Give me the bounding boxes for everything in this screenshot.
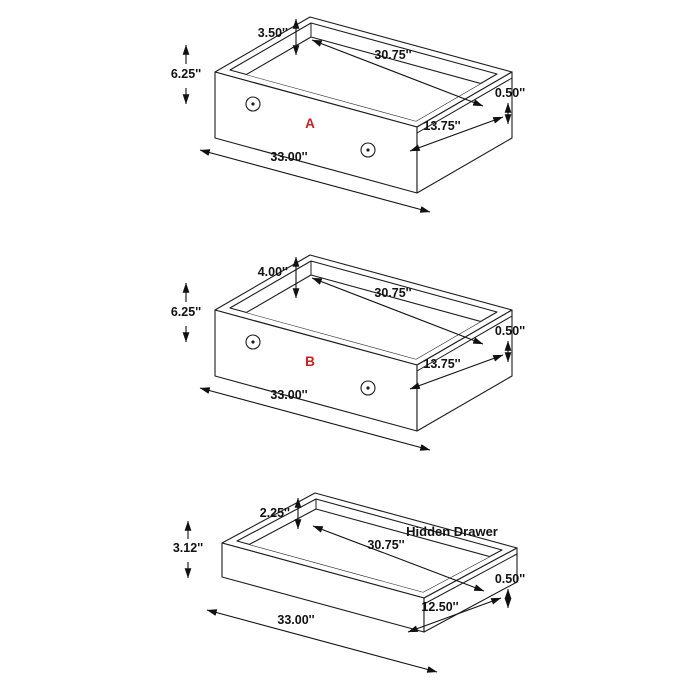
dim-a-inner-width-line: [311, 39, 484, 107]
drawer-hidden: Hidden Drawer 2.25'' 3.12'' 30.75'' 0.50…: [173, 492, 525, 673]
dim-a-inner-depth-line: [409, 116, 504, 152]
dim-b-inner-width-label: 30.75'': [374, 286, 411, 300]
dim-b-back-height-label: 4.00'': [258, 265, 288, 279]
dim-a-back-height-label: 3.50'': [258, 26, 288, 40]
drawer-hidden-title: Hidden Drawer: [406, 524, 498, 539]
drawer-b-left-knob-dot: [251, 340, 255, 344]
dim-hidden-wall-thickness-label: 0.50'': [495, 572, 525, 586]
drawer-b-letter: B: [305, 354, 315, 369]
drawer-b: B 4.00'' 6.25'' 30.75'' 0.50'' 13.75'' 3…: [171, 254, 525, 451]
dim-a-inner-depth-label: 13.75'': [423, 119, 460, 133]
dim-b-inner-depth-line: [409, 354, 504, 390]
drawer-a-right-knob-dot: [366, 148, 370, 152]
dim-hidden-inner-depth-label: 12.50'': [421, 600, 458, 614]
drawer-a-left-knob-dot: [251, 102, 255, 106]
drawer-b-right-knob-dot: [366, 386, 370, 390]
dim-b-outer-width-label: 33.00'': [270, 388, 307, 402]
drawer-a-letter: A: [305, 116, 315, 131]
dim-hidden-outer-width-line: [206, 609, 438, 673]
dim-b-inner-width-line: [311, 277, 484, 345]
dim-hidden-back-height-label: 2.25'': [260, 506, 290, 520]
dim-a-front-height-label: 6.25'': [171, 67, 201, 81]
dim-hidden-inner-width-line: [312, 525, 485, 592]
dim-a-inner-width-label: 30.75'': [374, 48, 411, 62]
dim-b-front-height-label: 6.25'': [171, 305, 201, 319]
dim-b-outer-width-line: [199, 387, 431, 451]
dim-hidden-inner-width-label: 30.75'': [367, 538, 404, 552]
dim-b-inner-depth-label: 13.75'': [423, 357, 460, 371]
drawer-a: A 3.50'' 6.25'' 30.75'' 0.50'' 13.75'' 3…: [171, 16, 525, 213]
dim-a-outer-width-label: 33.00'': [270, 150, 307, 164]
dim-hidden-front-height-label: 3.12'': [173, 541, 203, 555]
dim-a-wall-thickness-label: 0.50'': [495, 86, 525, 100]
dim-b-wall-thickness-label: 0.50'': [495, 324, 525, 338]
dim-a-outer-width-line: [199, 149, 431, 213]
dim-hidden-outer-width-label: 33.00'': [277, 613, 314, 627]
